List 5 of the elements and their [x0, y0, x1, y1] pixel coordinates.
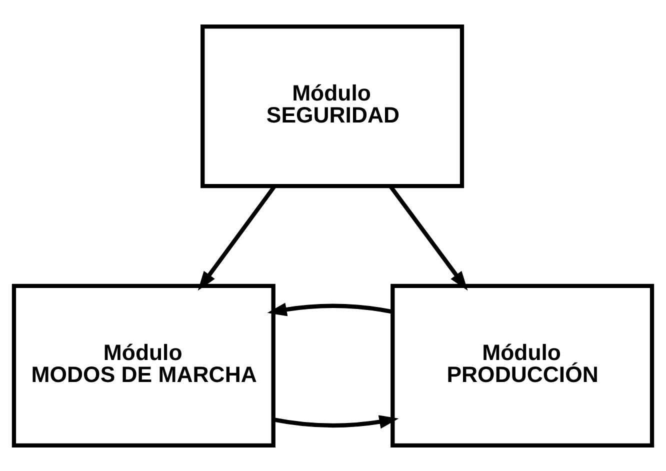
arrow — [273, 414, 399, 428]
node-box: Módulo SEGURIDAD — [200, 24, 464, 188]
node-box: Módulo MODOS DE MARCHA — [12, 283, 276, 448]
arrow — [267, 302, 393, 316]
node-box: Módulo PRODUCCIÓN — [390, 283, 654, 448]
